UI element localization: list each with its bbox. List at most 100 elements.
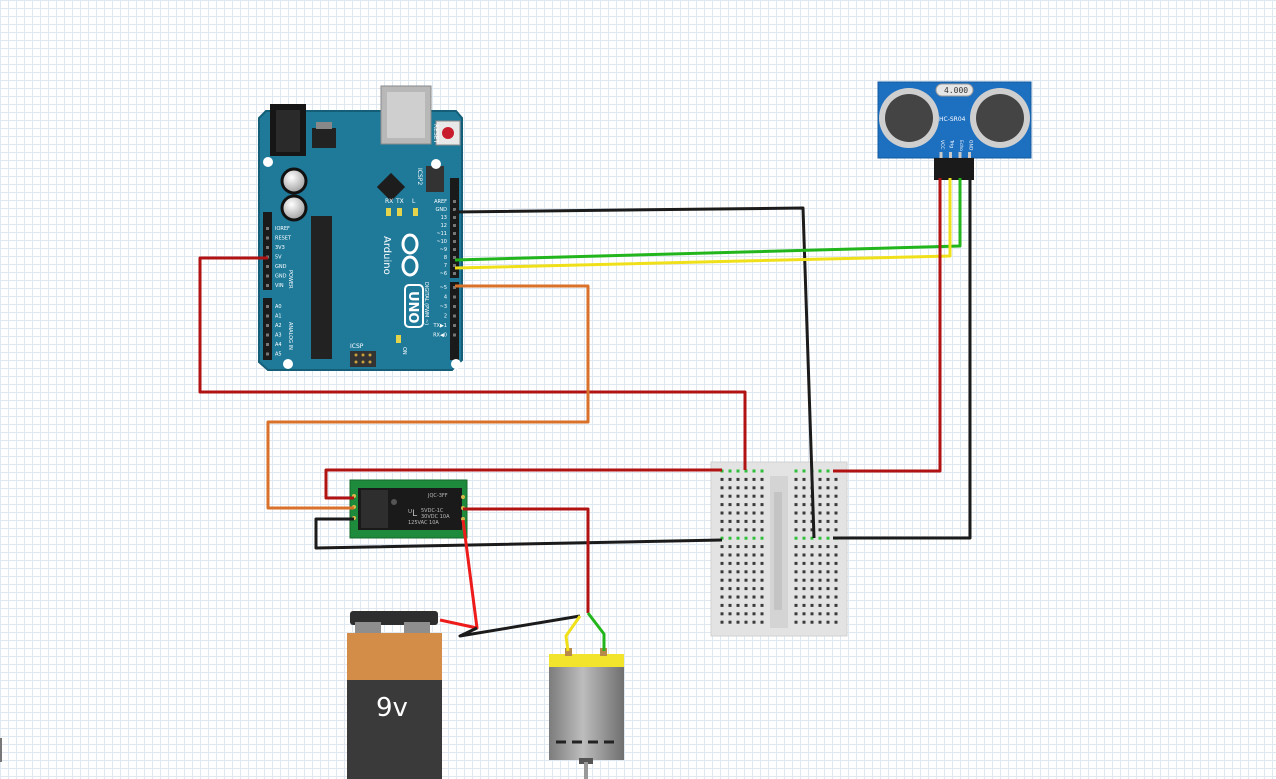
- header-pin[interactable]: [453, 305, 456, 308]
- breadboard-hole[interactable]: [736, 595, 740, 599]
- breadboard-hole[interactable]: [752, 536, 756, 540]
- breadboard-hole[interactable]: [728, 536, 732, 540]
- breadboard-hole[interactable]: [818, 528, 822, 532]
- breadboard-hole[interactable]: [760, 519, 764, 523]
- breadboard-hole[interactable]: [720, 612, 724, 616]
- breadboard-hole[interactable]: [744, 612, 748, 616]
- breadboard-hole[interactable]: [720, 486, 724, 490]
- breadboard-hole[interactable]: [744, 477, 748, 481]
- breadboard-hole[interactable]: [802, 519, 806, 523]
- breadboard-hole[interactable]: [818, 503, 822, 507]
- breadboard-hole[interactable]: [752, 595, 756, 599]
- wire-sensor-vcc-red[interactable]: [833, 178, 942, 473]
- breadboard-hole[interactable]: [810, 595, 814, 599]
- breadboard-hole[interactable]: [826, 561, 830, 565]
- breadboard-hole[interactable]: [728, 494, 732, 498]
- breadboard-hole[interactable]: [720, 519, 724, 523]
- breadboard-hole[interactable]: [834, 528, 838, 532]
- breadboard-hole[interactable]: [810, 570, 814, 574]
- header-pin[interactable]: [453, 286, 456, 289]
- header-pin[interactable]: [453, 314, 456, 318]
- breadboard-hole[interactable]: [752, 578, 756, 582]
- breadboard-hole[interactable]: [818, 494, 822, 498]
- breadboard-hole[interactable]: [736, 545, 740, 549]
- breadboard-hole[interactable]: [834, 553, 838, 557]
- breadboard-hole[interactable]: [794, 511, 798, 515]
- header-pin[interactable]: [266, 236, 269, 240]
- breadboard-hole[interactable]: [834, 561, 838, 565]
- breadboard-hole[interactable]: [744, 528, 748, 532]
- breadboard-hole[interactable]: [728, 528, 732, 532]
- breadboard-hole[interactable]: [760, 503, 764, 507]
- breadboard-hole[interactable]: [818, 469, 822, 473]
- breadboard-hole[interactable]: [802, 595, 806, 599]
- breadboard-hole[interactable]: [794, 612, 798, 616]
- breadboard-hole[interactable]: [752, 469, 756, 473]
- breadboard-hole[interactable]: [760, 477, 764, 481]
- breadboard-hole[interactable]: [826, 553, 830, 557]
- breadboard-hole[interactable]: [810, 545, 814, 549]
- header-pin[interactable]: [266, 324, 269, 327]
- breadboard-hole[interactable]: [728, 486, 732, 490]
- breadboard-hole[interactable]: [818, 486, 822, 490]
- breadboard-hole[interactable]: [728, 519, 732, 523]
- breadboard-hole[interactable]: [752, 486, 756, 490]
- header-pin[interactable]: [453, 224, 456, 227]
- breadboard-hole[interactable]: [802, 486, 806, 490]
- breadboard-hole[interactable]: [826, 486, 830, 490]
- breadboard-hole[interactable]: [744, 620, 748, 624]
- wire-relay-vcc-red[interactable]: [324, 468, 722, 500]
- breadboard-hole[interactable]: [794, 494, 798, 498]
- breadboard-hole[interactable]: [736, 528, 740, 532]
- breadboard-hole[interactable]: [744, 519, 748, 523]
- breadboard-hole[interactable]: [752, 553, 756, 557]
- breadboard-hole[interactable]: [736, 536, 740, 540]
- breadboard-hole[interactable]: [744, 511, 748, 515]
- breadboard-hole[interactable]: [834, 511, 838, 515]
- breadboard-hole[interactable]: [826, 511, 830, 515]
- breadboard-hole[interactable]: [760, 528, 764, 532]
- header-pin[interactable]: [453, 333, 456, 337]
- breadboard-hole[interactable]: [760, 561, 764, 565]
- breadboard-hole[interactable]: [794, 528, 798, 532]
- breadboard-hole[interactable]: [720, 570, 724, 574]
- breadboard-hole[interactable]: [826, 587, 830, 591]
- breadboard-hole[interactable]: [728, 477, 732, 481]
- breadboard-hole[interactable]: [826, 603, 830, 607]
- breadboard-hole[interactable]: [802, 545, 806, 549]
- breadboard-hole[interactable]: [752, 612, 756, 616]
- breadboard-hole[interactable]: [728, 570, 732, 574]
- wire-motor-yellow[interactable]: [564, 615, 582, 652]
- breadboard-hole[interactable]: [760, 595, 764, 599]
- header-pin[interactable]: [266, 265, 269, 268]
- breadboard-hole[interactable]: [728, 595, 732, 599]
- wire-pin8-yellow[interactable]: [454, 178, 952, 270]
- breadboard-hole[interactable]: [752, 561, 756, 565]
- breadboard-hole[interactable]: [744, 603, 748, 607]
- breadboard-hole[interactable]: [736, 570, 740, 574]
- breadboard-hole[interactable]: [728, 503, 732, 507]
- breadboard-hole[interactable]: [760, 469, 764, 473]
- breadboard-hole[interactable]: [744, 503, 748, 507]
- header-pin[interactable]: [266, 274, 269, 278]
- breadboard-hole[interactable]: [826, 578, 830, 582]
- breadboard-hole[interactable]: [810, 553, 814, 557]
- breadboard-hole[interactable]: [818, 603, 822, 607]
- breadboard-hole[interactable]: [818, 578, 822, 582]
- breadboard-hole[interactable]: [760, 545, 764, 549]
- header-pin[interactable]: [453, 232, 456, 235]
- breadboard-hole[interactable]: [752, 587, 756, 591]
- breadboard-hole[interactable]: [760, 511, 764, 515]
- breadboard-hole[interactable]: [744, 469, 748, 473]
- breadboard-hole[interactable]: [744, 494, 748, 498]
- sensor-pin[interactable]: [939, 152, 943, 160]
- breadboard-hole[interactable]: [760, 612, 764, 616]
- breadboard-hole[interactable]: [720, 620, 724, 624]
- breadboard-hole[interactable]: [728, 561, 732, 565]
- breadboard-hole[interactable]: [728, 545, 732, 549]
- header-pin[interactable]: [266, 284, 269, 287]
- breadboard-hole[interactable]: [752, 503, 756, 507]
- breadboard-hole[interactable]: [720, 511, 724, 515]
- breadboard-hole[interactable]: [834, 503, 838, 507]
- battery-9v[interactable]: 9v: [347, 611, 442, 779]
